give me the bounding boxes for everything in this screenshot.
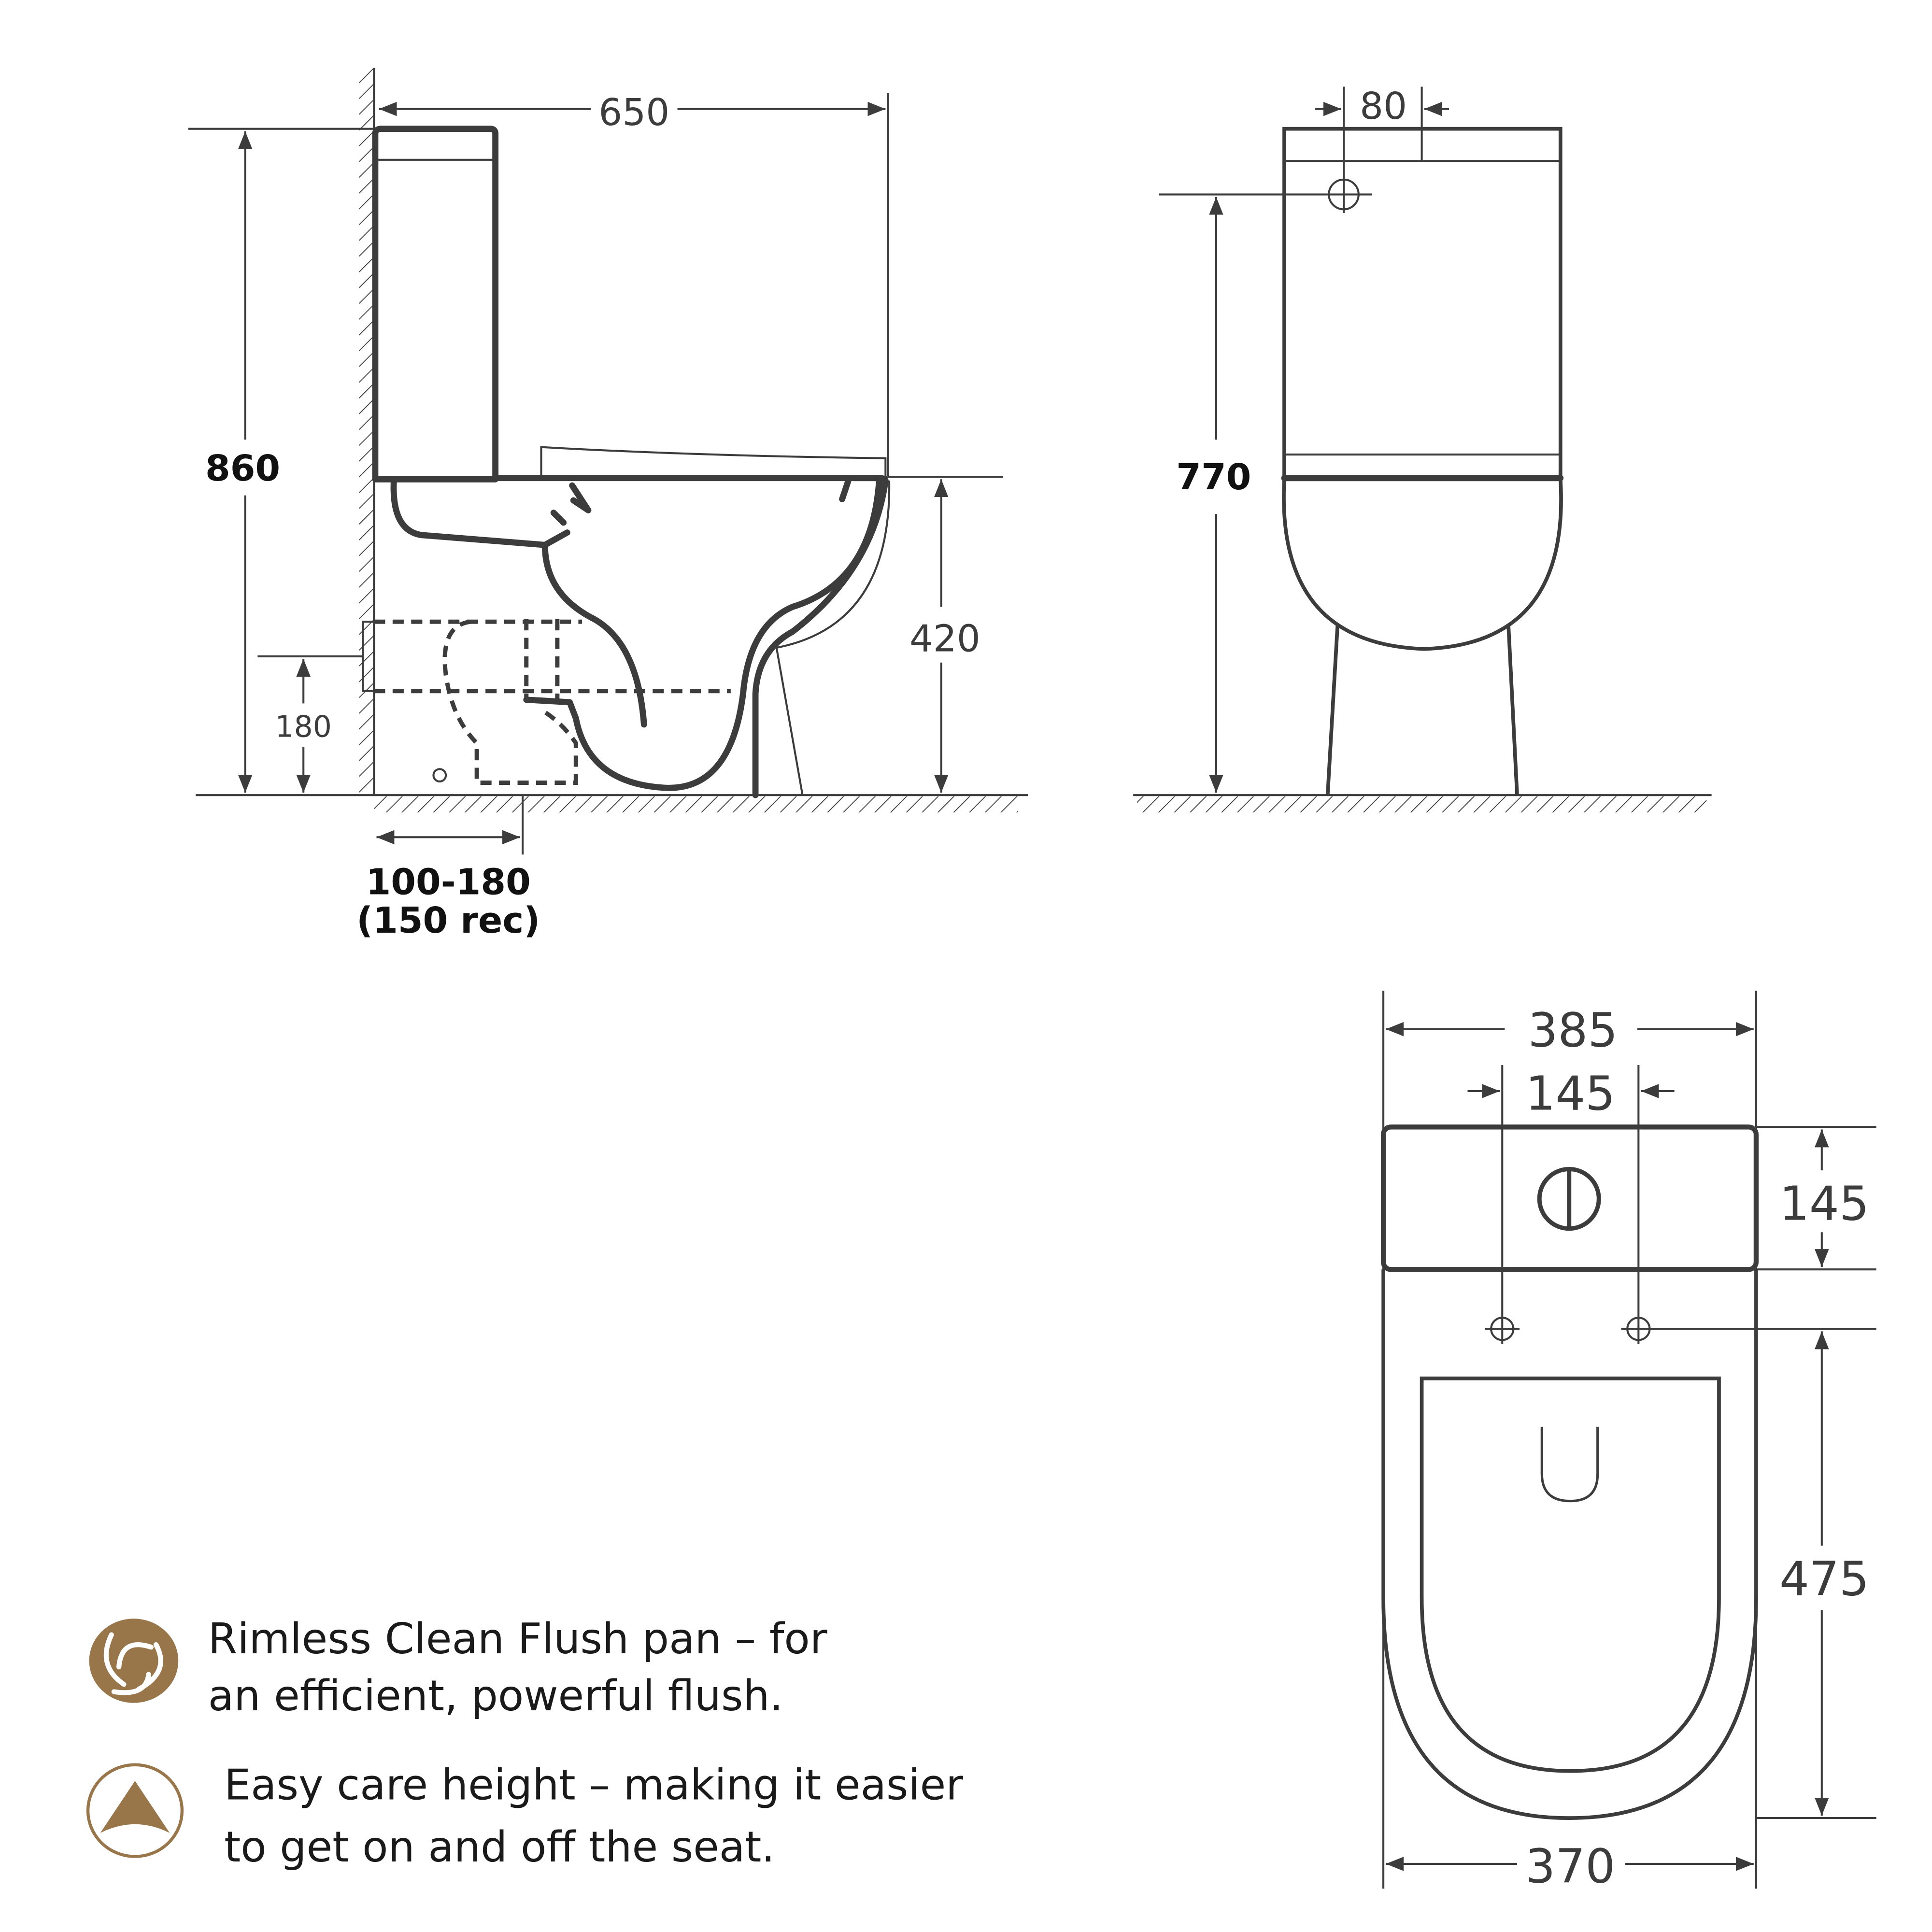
cistern-front (1282, 127, 1563, 482)
dim-180: 180 (275, 710, 331, 744)
trapway-inner (541, 541, 647, 728)
feature-text-line1: Easy care height – making it easier (224, 1761, 963, 1810)
seat-hinge-icon (1540, 1426, 1599, 1503)
pedestal-front (1325, 625, 1519, 796)
pedestal-outer (775, 480, 891, 796)
feature-text-line1: Rimless Clean Flush pan – for (208, 1614, 827, 1663)
top-view: 385 145 145 475 370 (1380, 991, 1876, 1893)
dim-370: 370 (1525, 1839, 1615, 1893)
dim-80: 80 (1360, 85, 1407, 128)
floor-hatch (1136, 796, 1707, 813)
fixing-hole (432, 768, 447, 783)
dim-145-depth: 145 (1779, 1177, 1869, 1231)
dim-860: 860 (205, 447, 280, 489)
swirl-icon (89, 1619, 179, 1703)
feature-text-line2: an efficient, powerful flush. (208, 1671, 783, 1720)
wall-hatch (359, 68, 374, 796)
front-view: 80 770 (1133, 85, 1712, 813)
pedestal-front (752, 477, 889, 798)
side-view: 650 860 420 180 100-180 (150 rec) (188, 68, 1028, 941)
floor-hatch (374, 796, 1018, 813)
dim-145-spacing: 145 (1525, 1066, 1615, 1121)
rim-edge (839, 477, 852, 502)
cistern-side (372, 126, 499, 483)
arrow-up-icon (86, 1763, 184, 1858)
dim-475: 475 (1779, 1552, 1869, 1606)
bowl-front (1282, 479, 1563, 651)
dim-setout-rec: (150 rec) (356, 899, 540, 941)
feature-rimless: Rimless Clean Flush pan – for an efficie… (89, 1614, 827, 1720)
dim-setout: 100-180 (366, 861, 531, 903)
fixing-crosshair-icon (1621, 1317, 1876, 1341)
dim-650: 650 (598, 91, 669, 134)
fixing-crosshair-icon (1485, 1317, 1520, 1341)
cistern-base (390, 477, 592, 548)
dim-770: 770 (1176, 456, 1251, 498)
bowl-outline (523, 475, 882, 791)
dim-385: 385 (1528, 1003, 1618, 1058)
seat-top (1420, 1377, 1721, 1773)
feature-text-line2: to get on and off the seat. (224, 1822, 775, 1872)
dim-420: 420 (909, 618, 980, 661)
outlet-dashed (374, 619, 731, 785)
bowl-top (1381, 1269, 1758, 1820)
lid-side (540, 446, 887, 478)
feature-easy-height: Easy care height – making it easier to g… (86, 1761, 963, 1872)
